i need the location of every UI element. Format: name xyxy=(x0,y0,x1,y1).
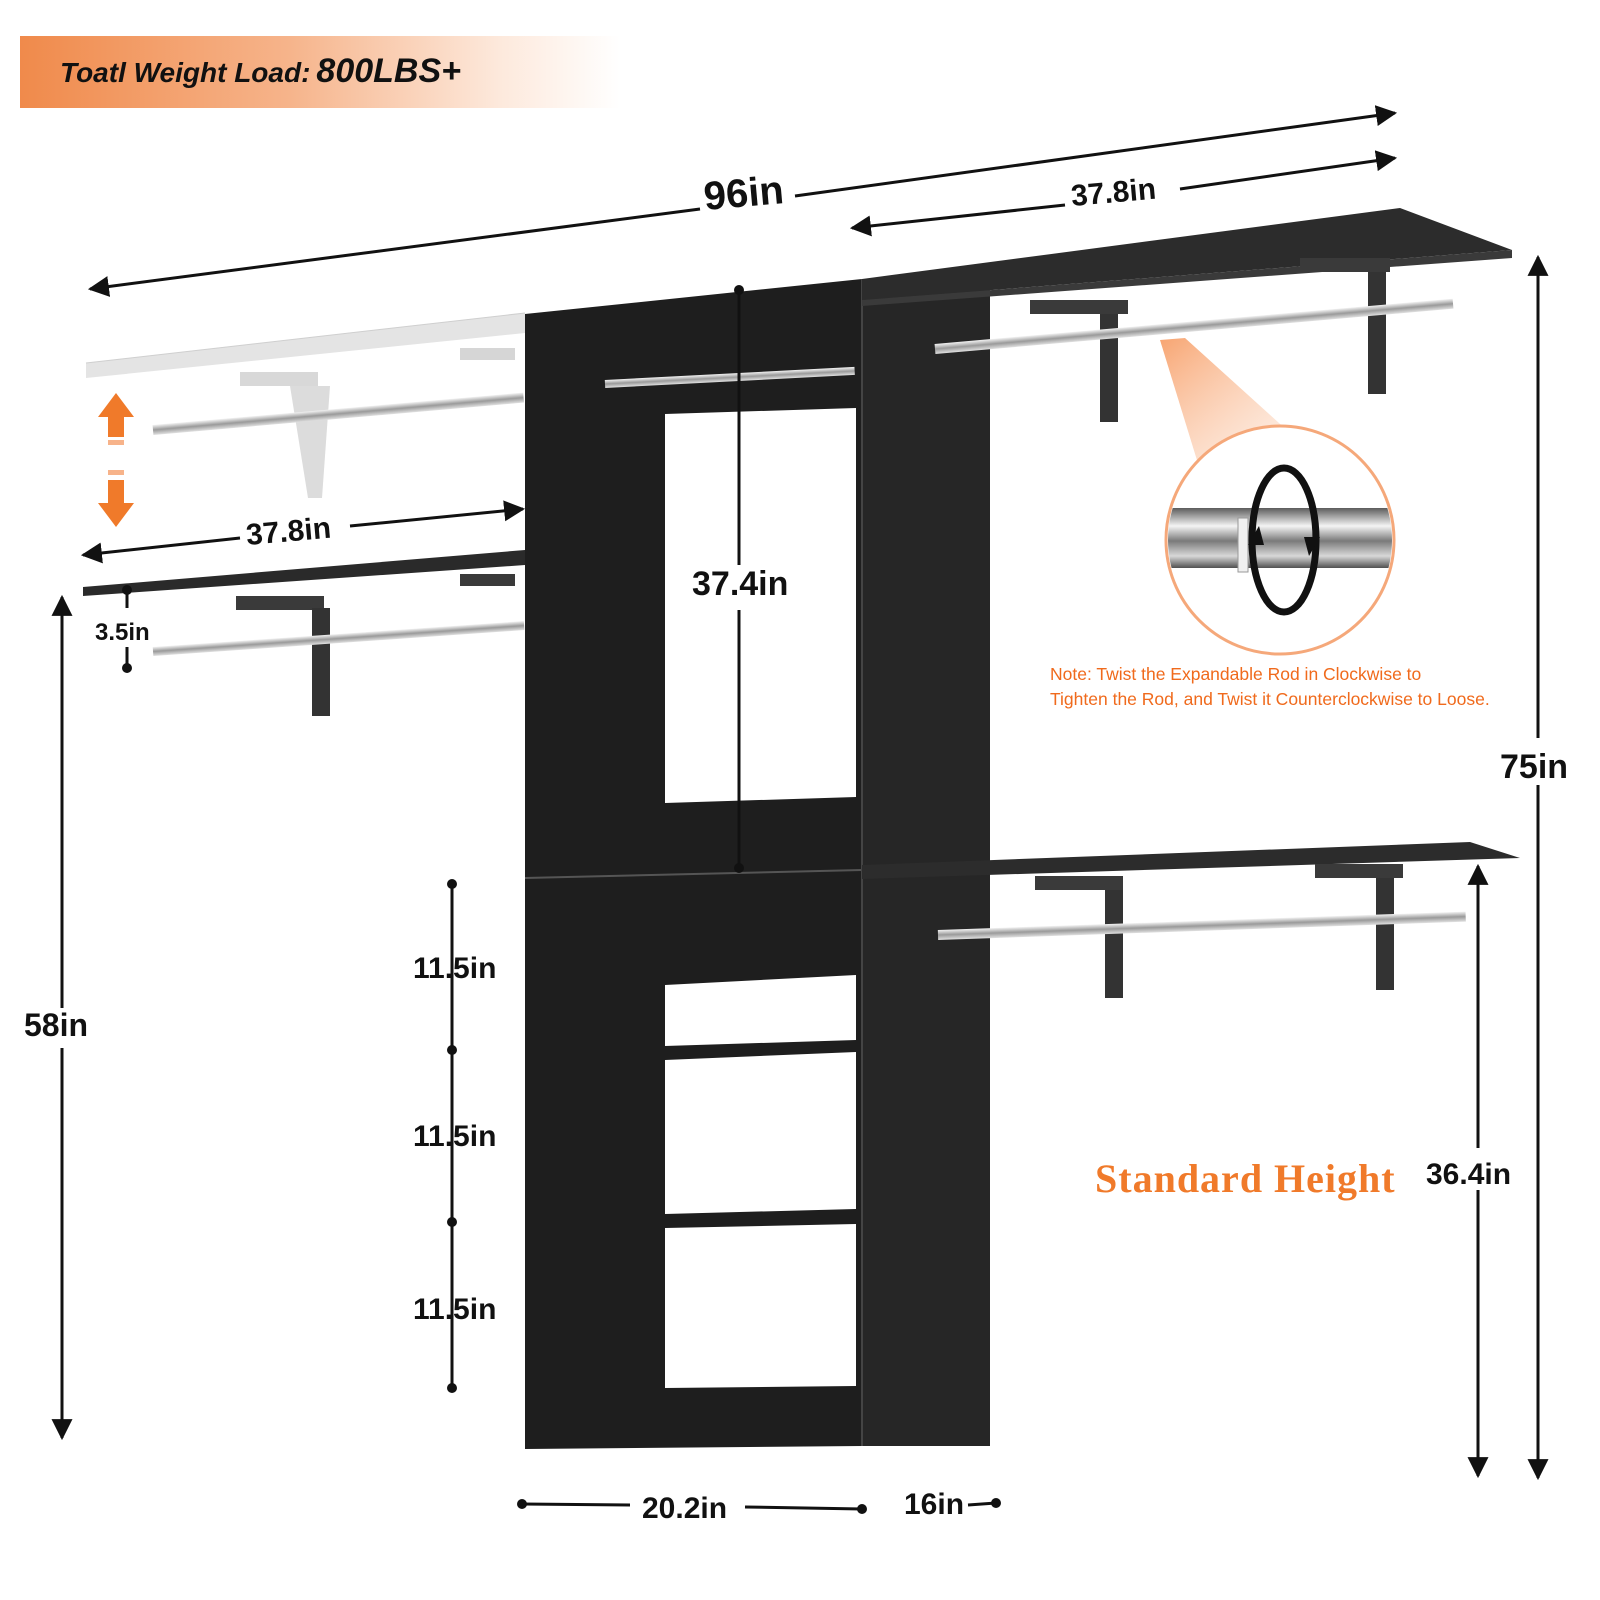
cubby-3-height-label: 11.5in xyxy=(413,1293,496,1326)
tower-opening-height-label: 37.4in xyxy=(692,565,788,603)
weight-load-value: 800LBS+ xyxy=(316,52,462,90)
lower-right-shelf xyxy=(862,842,1520,998)
adjust-height-arrows xyxy=(98,393,134,527)
note-line-2: Tighten the Rod, and Twist it Counterclo… xyxy=(1050,689,1490,709)
rod-twist-note: Note: Twist the Expandable Rod in Clockw… xyxy=(1050,662,1520,712)
left-height-label: 58in xyxy=(24,1007,88,1043)
top-right-shelf xyxy=(862,208,1512,422)
standard-height-value: 36.4in xyxy=(1426,1158,1511,1191)
weight-load-text: Toatl Weight Load:800LBS+ xyxy=(60,52,461,91)
rod-collar xyxy=(1237,517,1249,573)
cubby-2-height-label: 11.5in xyxy=(413,1120,496,1153)
tower-width-label: 20.2in xyxy=(642,1492,727,1525)
standard-height-label: Standard Height xyxy=(1095,1156,1396,1201)
total-height-label: 75in xyxy=(1500,748,1568,786)
total-width-label: 96in xyxy=(702,168,786,219)
rod-twist-callout xyxy=(1160,338,1396,656)
cubby-1-height-label: 11.5in xyxy=(413,952,496,985)
lower-left-shelf xyxy=(83,550,525,716)
center-tower xyxy=(524,279,990,1449)
dimension-dots xyxy=(122,285,1001,1514)
weight-load-label: Toatl Weight Load: xyxy=(60,57,311,88)
note-line-1: Note: Twist the Expandable Rod in Clockw… xyxy=(1050,664,1422,684)
tower-depth-label: 16in xyxy=(904,1488,964,1521)
top-right-shelf-width-label: 37.8in xyxy=(1070,173,1158,213)
weight-load-banner: Toatl Weight Load:800LBS+ xyxy=(20,36,620,108)
upper-left-shelf xyxy=(85,312,526,498)
dimension-lines xyxy=(51,105,1549,1511)
left-shelf-width-label: 37.8in xyxy=(245,512,333,552)
rod-gap-label: 3.5in xyxy=(95,619,150,646)
